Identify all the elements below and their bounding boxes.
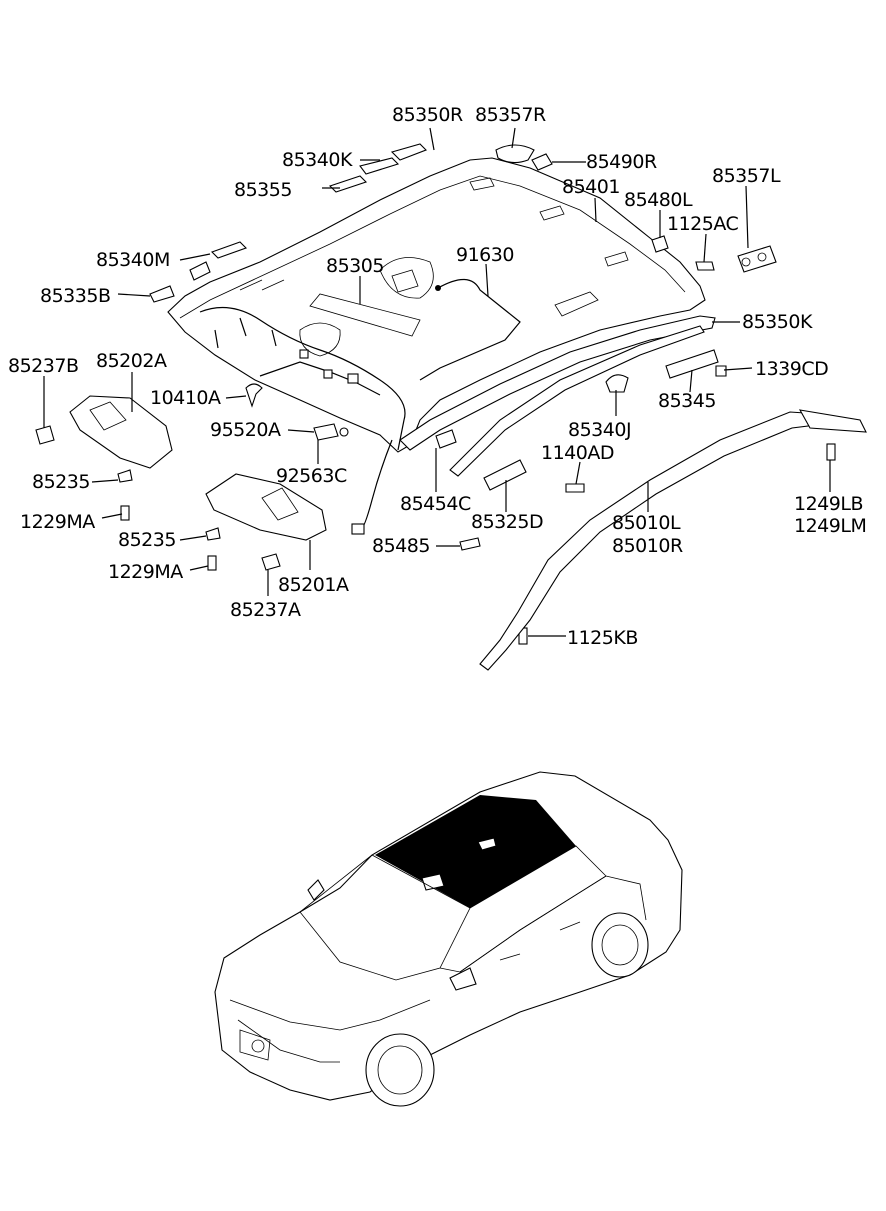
label-85480L: 85480L [624, 189, 693, 211]
label-85010R: 85010R [612, 535, 683, 557]
label-1249LM: 1249LM [794, 515, 866, 537]
leader-lines [43, 127, 831, 637]
side-rails-airbag [399, 315, 867, 671]
sun-visors [69, 395, 327, 541]
label-1229MA-upper: 1229MA [20, 511, 95, 533]
label-95520A: 95520A [210, 419, 281, 441]
label-85454C: 85454C [400, 493, 471, 515]
label-85237A: 85237A [230, 599, 301, 621]
small-hardware [35, 143, 836, 645]
label-85357L: 85357L [712, 165, 781, 187]
label-85350R: 85350R [392, 104, 463, 126]
label-85490R: 85490R [586, 151, 657, 173]
label-85335B: 85335B [40, 285, 110, 307]
label-1339CD: 1339CD [755, 358, 828, 380]
label-85350K: 85350K [742, 311, 813, 333]
wiring-harness [199, 278, 521, 535]
label-1229MA-lower: 1229MA [108, 561, 183, 583]
label-10410A: 10410A [150, 387, 221, 409]
label-85201A: 85201A [278, 574, 349, 596]
label-1125AC: 1125AC [667, 213, 739, 235]
label-85355: 85355 [234, 179, 292, 201]
label-85235-lower: 85235 [118, 529, 176, 551]
label-1249LB: 1249LB [794, 493, 863, 515]
label-85237B: 85237B [8, 355, 78, 377]
label-92563C: 92563C [276, 465, 347, 487]
label-85305: 85305 [326, 255, 384, 277]
part-labels: 85350R 85357R 85340K 85490R 85355 85401 … [8, 104, 867, 649]
label-85357R: 85357R [475, 104, 546, 126]
label-1140AD: 1140AD [541, 442, 614, 464]
label-85345: 85345 [658, 390, 716, 412]
car-illustration [214, 771, 683, 1107]
label-85401: 85401 [562, 176, 620, 198]
label-85340J: 85340J [568, 419, 631, 441]
headliner-panel [167, 157, 706, 453]
label-85325D: 85325D [471, 511, 543, 533]
label-85340K: 85340K [282, 149, 353, 171]
label-91630: 91630 [456, 244, 514, 266]
label-85340M: 85340M [96, 249, 170, 271]
label-85485: 85485 [372, 535, 430, 557]
label-85202A: 85202A [96, 350, 167, 372]
label-85010L: 85010L [612, 512, 681, 534]
label-85235-upper: 85235 [32, 471, 90, 493]
label-1125KB: 1125KB [567, 627, 638, 649]
